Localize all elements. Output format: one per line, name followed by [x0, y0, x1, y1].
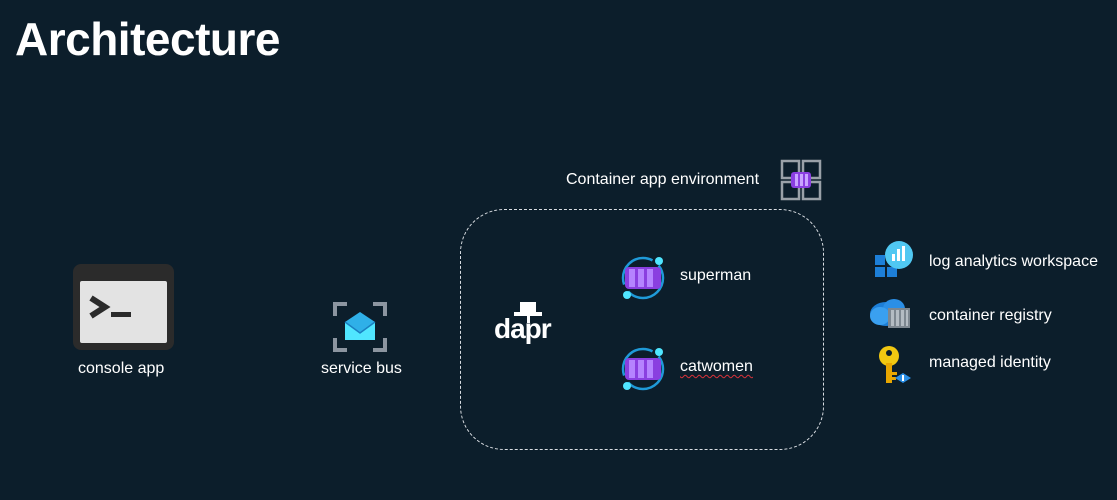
container-registry-icon [868, 296, 914, 335]
superman-label: superman [680, 267, 752, 284]
managed-identity-label: managed identity [929, 354, 1051, 371]
service-bus-icon [333, 302, 387, 357]
console-app-label: console app [78, 360, 165, 377]
container-app-icon [619, 346, 667, 397]
service-bus-label: service bus [321, 360, 402, 377]
container-app-environment-icon [780, 159, 822, 206]
container-app-icon [619, 255, 667, 306]
dapr-logo: dapr [494, 300, 560, 355]
dapr-logo-text: dapr [494, 313, 552, 344]
catwomen-label: catwomen [680, 358, 753, 375]
environment-label: Container app environment [566, 171, 760, 188]
log-analytics-icon [873, 239, 915, 284]
log-analytics-label: log analytics workspace [929, 253, 1098, 270]
container-app-environment-boundary [460, 209, 824, 450]
container-registry-label: container registry [929, 307, 1052, 324]
key-icon [876, 345, 914, 392]
terminal-icon [73, 264, 174, 355]
page-title: Architecture [15, 13, 280, 65]
